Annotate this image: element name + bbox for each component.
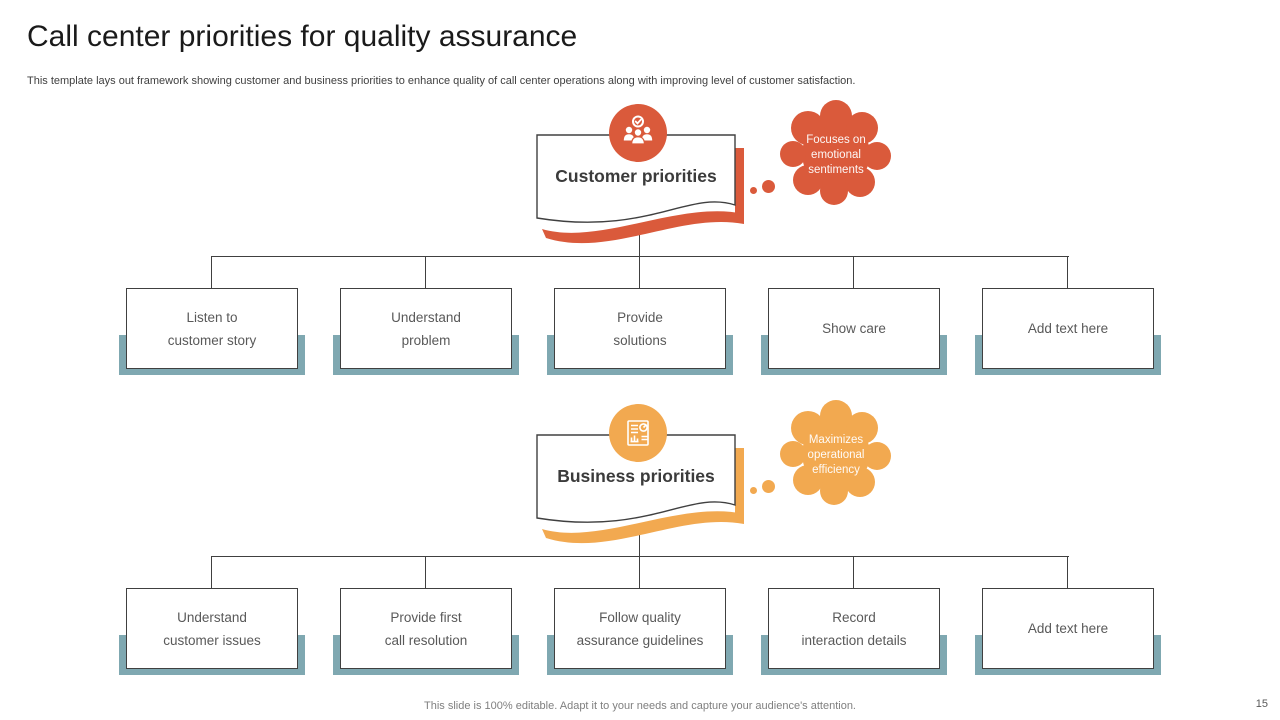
connector-business-stub-5 — [1067, 556, 1068, 588]
connector-business-stub-4 — [853, 556, 854, 588]
priority-label: Provide first call resolution — [384, 609, 468, 648]
customer-bubble-text: Focuses on emotional sentiments — [806, 133, 866, 176]
connector-customer-main — [639, 230, 640, 257]
connector-customer-stub-2 — [425, 256, 426, 288]
business-shape-wave-ribbon — [542, 511, 744, 544]
bubble-dot-large — [762, 180, 775, 193]
connector-business-stub-1 — [211, 556, 212, 588]
customer-thought-bubble — [780, 100, 891, 205]
business-priority-box-5[interactable]: Add text here — [975, 588, 1161, 675]
priority-label: Understand problem — [391, 309, 461, 348]
priority-label: Add text here — [1027, 621, 1109, 636]
priority-label: Record interaction details — [801, 609, 907, 648]
priority-label: Show care — [822, 321, 886, 336]
customer-priority-box-2[interactable]: Understand problem — [333, 288, 519, 375]
customer-priority-box-4[interactable]: Show care — [761, 288, 947, 375]
customer-shape-side-bar — [735, 148, 744, 214]
business-priority-box-4[interactable]: Record interaction details — [761, 588, 947, 675]
priority-label: Provide solutions — [613, 309, 667, 348]
page-number: 15 — [1255, 698, 1268, 710]
priority-label: Understand customer issues — [163, 609, 261, 648]
connector-customer-stub-4 — [853, 256, 854, 288]
customer-main-shape — [536, 134, 744, 244]
customer-priority-box-3[interactable]: Provide solutions — [547, 288, 733, 375]
business-main-shape — [536, 434, 744, 544]
page-subtitle: This template lays out framework showing… — [27, 75, 856, 87]
customer-section-title[interactable]: Customer priorities — [555, 166, 717, 186]
footer-note: This slide is 100% editable. Adapt it to… — [424, 700, 856, 712]
business-shape-side-bar — [735, 448, 744, 514]
priority-label: Follow quality assurance guidelines — [576, 609, 704, 648]
customer-shape-wave-ribbon — [542, 211, 744, 244]
report-chart-icon — [609, 404, 667, 462]
business-priority-box-3[interactable]: Follow quality assurance guidelines — [547, 588, 733, 675]
page-title: Call center priorities for quality assur… — [27, 20, 578, 53]
bubble-dot-large — [762, 480, 775, 493]
connector-customer-stub-1 — [211, 256, 212, 288]
business-priority-box-2[interactable]: Provide first call resolution — [333, 588, 519, 675]
connector-customer-stub-3 — [639, 256, 640, 288]
customer-priority-box-1[interactable]: Listen to customer story — [119, 288, 305, 375]
business-priority-box-1[interactable]: Understand customer issues — [119, 588, 305, 675]
priority-label: Add text here — [1027, 321, 1109, 336]
team-check-icon — [609, 104, 667, 162]
bubble-dot-small — [750, 487, 757, 494]
connector-customer-stub-5 — [1067, 256, 1068, 288]
business-shape-card — [536, 434, 736, 523]
connector-customer-horizontal — [211, 256, 1069, 257]
connector-business-horizontal — [211, 556, 1069, 557]
bubble-dot-small — [750, 187, 757, 194]
connector-business-stub-2 — [425, 556, 426, 588]
business-bubble-text: Maximizes operational efficiency — [807, 433, 865, 476]
customer-shape-card — [536, 134, 736, 223]
connector-business-main — [639, 531, 640, 557]
priority-label: Listen to customer story — [167, 309, 257, 348]
customer-priority-box-5[interactable]: Add text here — [975, 288, 1161, 375]
business-thought-bubble — [780, 400, 891, 505]
connector-business-stub-3 — [639, 556, 640, 588]
business-section-title[interactable]: Business priorities — [557, 466, 715, 486]
